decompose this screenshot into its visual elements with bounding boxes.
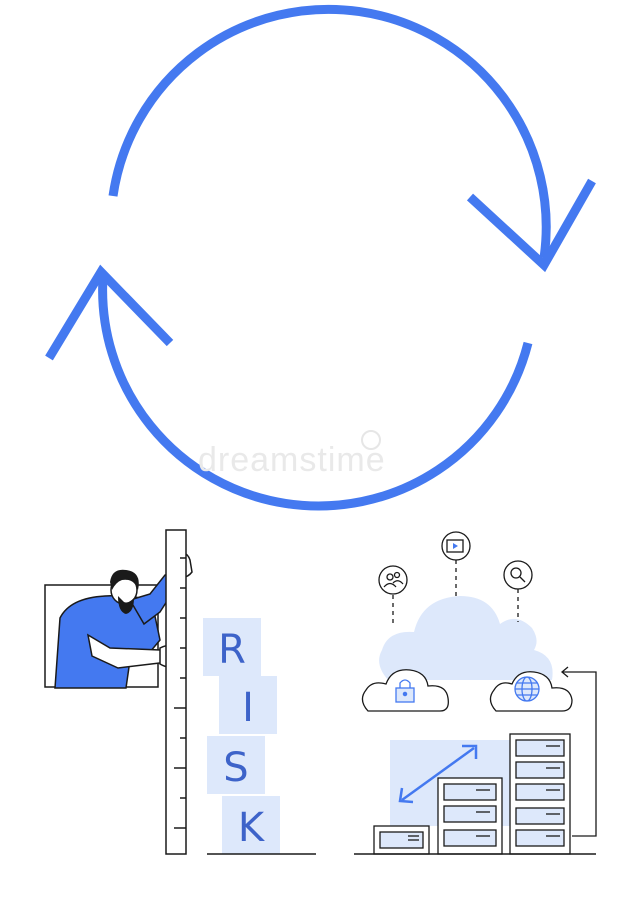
- server-rack-medium: [437, 777, 503, 855]
- risk-scene: R I S K: [44, 529, 316, 855]
- upper-arc: [108, 4, 551, 259]
- lock-icon: [395, 679, 415, 703]
- risk-letter-i: I: [242, 685, 254, 731]
- search-icon: [503, 560, 533, 590]
- lower-arrowhead: [45, 264, 174, 361]
- upper-arrowhead: [466, 178, 596, 273]
- person-hair: [110, 569, 139, 590]
- resize-arrow-icon: [398, 744, 478, 804]
- lower-arc: [98, 276, 533, 511]
- watermark-text: dreamstime: [198, 441, 386, 479]
- risk-letter-k: K: [238, 805, 266, 851]
- feedback-arrowhead: [560, 666, 569, 678]
- globe-icon: [514, 676, 540, 702]
- risk-block-k: [222, 796, 280, 854]
- users-icon: [378, 565, 408, 595]
- risk-blocks: R I S K: [203, 618, 280, 854]
- risk-block-r: [203, 618, 261, 676]
- person-beard: [118, 596, 134, 614]
- server-rack-large: [509, 733, 571, 855]
- watermark: dreamstime: [198, 430, 386, 479]
- risk-block-i: [219, 676, 277, 734]
- main-cloud: [379, 596, 553, 680]
- server-rack-small: [373, 825, 430, 855]
- play-video-icon: [441, 531, 471, 561]
- risk-block-s: [207, 736, 265, 794]
- feedback-line: [562, 671, 597, 837]
- risk-letter-r: R: [218, 627, 246, 673]
- measuring-ruler: [165, 529, 187, 855]
- cloud-scene: [354, 531, 597, 855]
- refresh-cycle-icon: [45, 4, 596, 511]
- person: [54, 552, 193, 689]
- risk-letter-s: S: [223, 745, 248, 791]
